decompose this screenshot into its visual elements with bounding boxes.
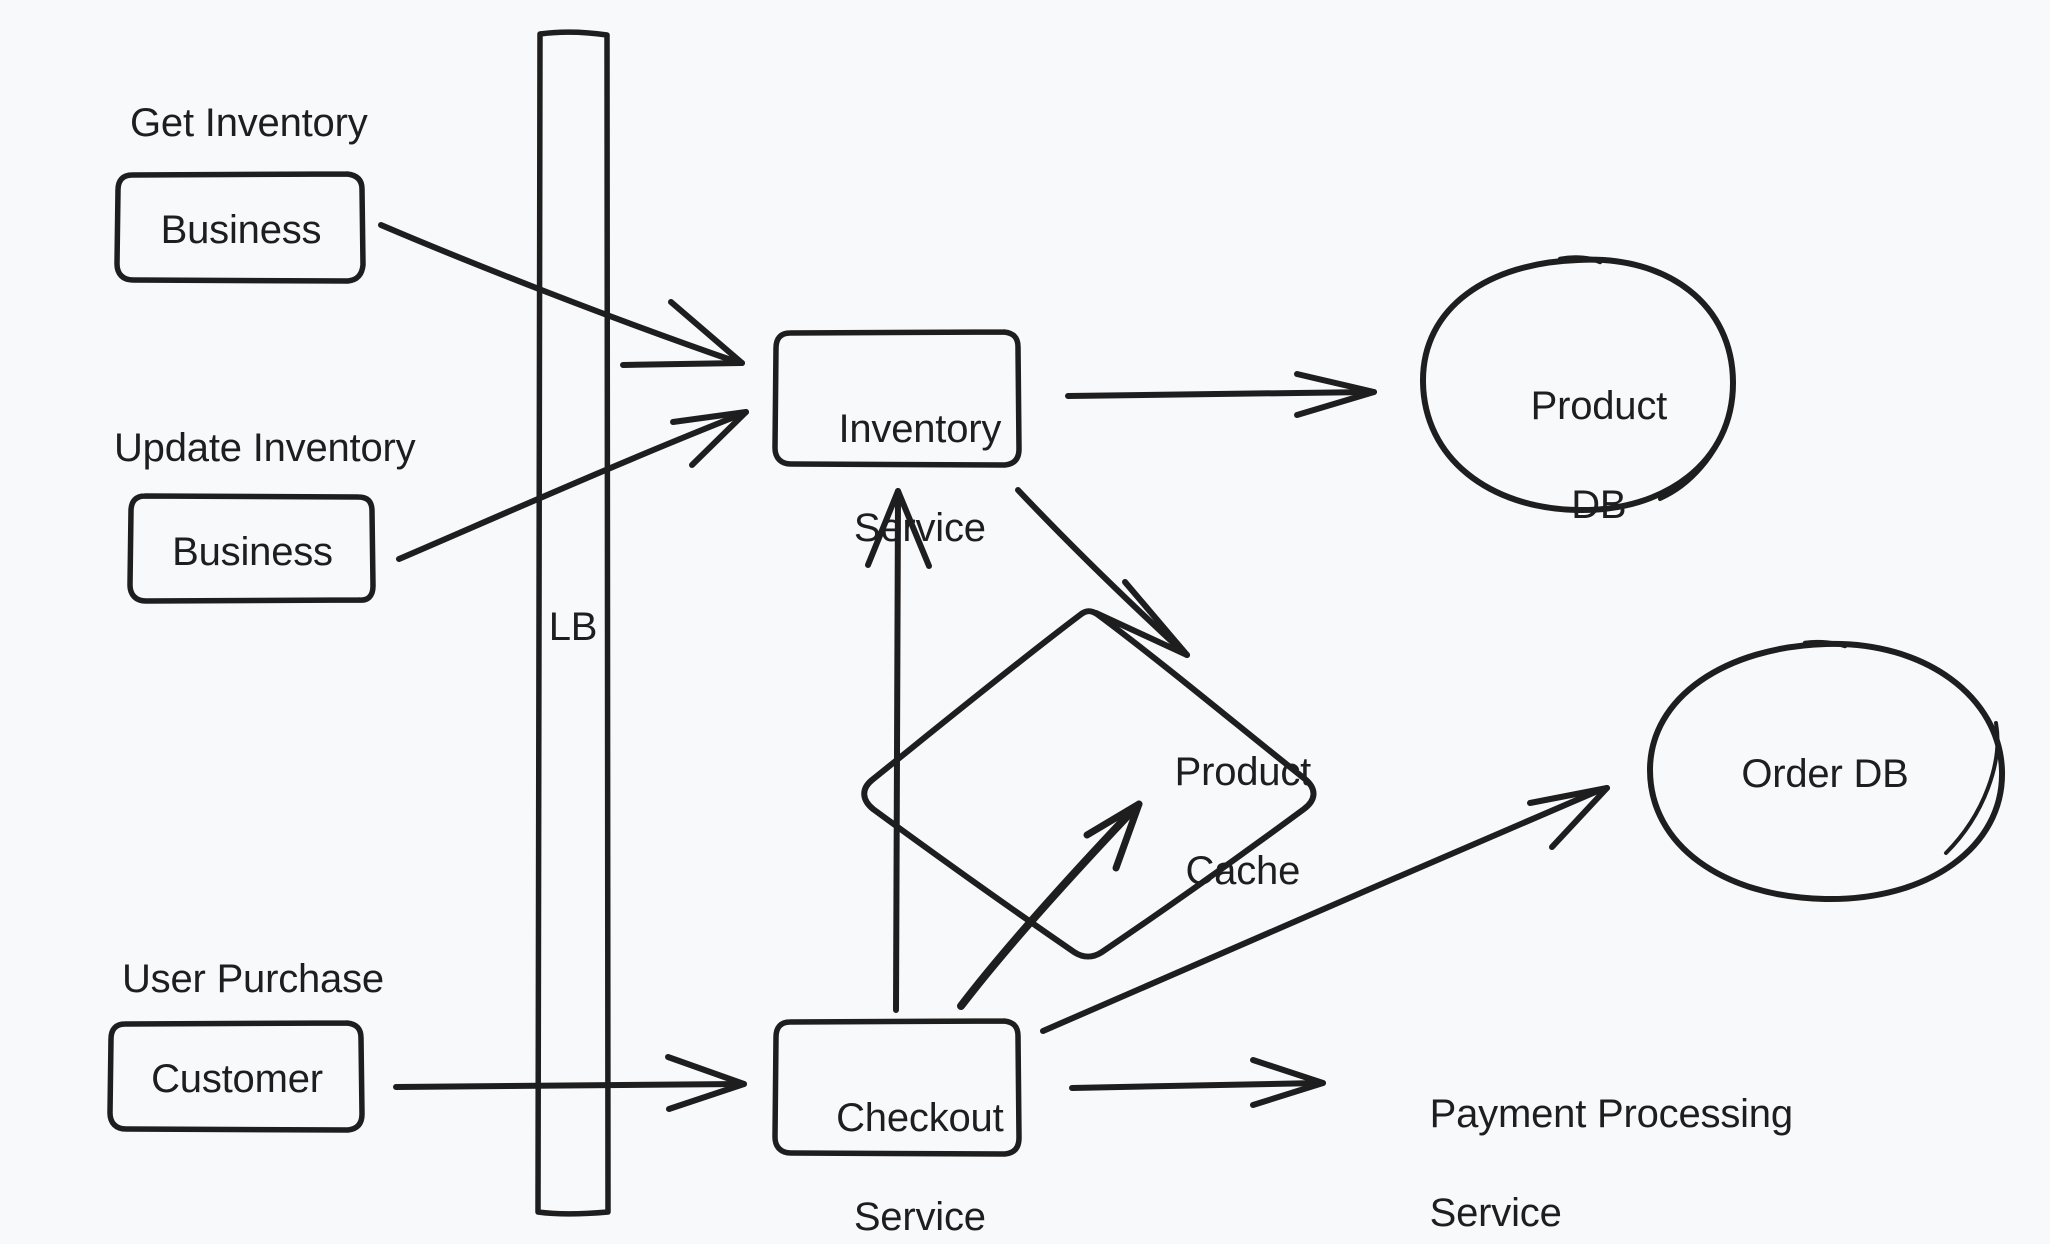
product-db-node[interactable]: [1420, 255, 1736, 513]
load-balancer-node[interactable]: [534, 30, 612, 1216]
business-get-inventory-shape[interactable]: [114, 171, 366, 284]
product-db-shape[interactable]: [1419, 255, 1736, 514]
edge-inventory-to-product-db-shape[interactable]: [1065, 371, 1377, 418]
product-cache-shape[interactable]: [861, 608, 1317, 960]
order-db-node[interactable]: [1648, 640, 2005, 902]
payment-processing-service-label: Payment Processing Service: [1386, 1040, 1816, 1244]
payment-processing-service-node[interactable]: [1386, 1036, 1786, 1142]
product-cache-node[interactable]: [1080, 612, 1510, 838]
edge-checkout-to-payment-shape[interactable]: [1069, 1057, 1326, 1108]
edge-checkout-to-product-cache-shape[interactable]: [957, 800, 1143, 1010]
inventory-service-shape[interactable]: [772, 329, 1022, 468]
edge-inventory-to-product-cache-shape[interactable]: [1015, 487, 1190, 658]
customer-node[interactable]: [104, 1021, 364, 1133]
edge-get-inventory-to-inventory-shape[interactable]: [378, 222, 745, 368]
load-balancer-label: LB: [548, 605, 598, 649]
annotation-get-inventory: Get Inventory: [130, 101, 368, 145]
annotation-user-purchase: User Purchase: [122, 957, 384, 1001]
edge-update-inventory-to-inventory-shape[interactable]: [396, 409, 749, 562]
load-balancer-shape[interactable]: [534, 29, 612, 1217]
checkout-service-node[interactable]: [770, 1019, 1022, 1157]
business-update-inventory-shape[interactable]: [127, 493, 376, 604]
edge-customer-to-checkout-shape[interactable]: [393, 1054, 747, 1112]
customer-shape[interactable]: [107, 1020, 365, 1133]
annotation-update-inventory: Update Inventory: [114, 426, 416, 470]
business-get-inventory-node[interactable]: [110, 172, 366, 284]
payment-service-label-line1: Payment Processing: [1429, 1091, 1793, 1136]
order-db-shape[interactable]: [1647, 639, 2006, 903]
business-update-inventory-node[interactable]: [124, 494, 376, 604]
payment-service-label-line2: Service: [1429, 1190, 1562, 1235]
edge-checkout-to-inventory-shape[interactable]: [865, 488, 932, 1013]
checkout-service-shape[interactable]: [772, 1018, 1022, 1157]
edge-checkout-to-order-db-shape[interactable]: [1040, 785, 1610, 1034]
inventory-service-node[interactable]: [770, 330, 1022, 468]
